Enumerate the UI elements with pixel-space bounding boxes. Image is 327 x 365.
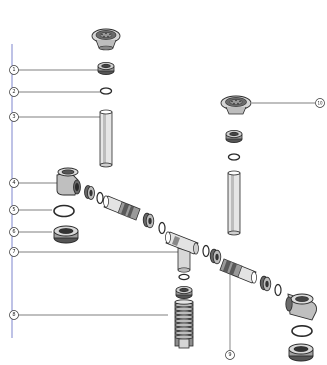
inlet-elbow-fitting-icon bbox=[56, 167, 81, 196]
basket-strainer-icon bbox=[220, 95, 252, 115]
chain-washer-b bbox=[158, 221, 166, 235]
callout-6: 6 bbox=[9, 227, 19, 237]
callout-5: 5 bbox=[9, 205, 19, 215]
chain-nut-d bbox=[259, 275, 272, 292]
callout-number: 10 bbox=[317, 101, 323, 106]
callout-circle-icon bbox=[9, 247, 19, 257]
washer-icon bbox=[99, 87, 113, 95]
chain-washer-c bbox=[202, 244, 210, 258]
callout-number: 1 bbox=[12, 67, 15, 73]
callout-circle-icon bbox=[9, 112, 19, 122]
callout-number: 6 bbox=[12, 229, 15, 235]
corrugated-hose-icon bbox=[174, 299, 194, 349]
large-slip-nut-icon bbox=[53, 225, 79, 244]
slip-nut-icon bbox=[175, 285, 193, 299]
callout-number: 3 bbox=[12, 114, 15, 120]
callout-circle-icon bbox=[9, 310, 19, 320]
callout-1: 1 bbox=[9, 65, 19, 75]
slip-nut-icon bbox=[225, 129, 243, 143]
callout-3: 3 bbox=[9, 112, 19, 122]
callout-10: 10 bbox=[315, 98, 325, 108]
chain-nut-a bbox=[84, 185, 95, 200]
callout-circle-icon bbox=[9, 87, 19, 97]
o-ring-icon bbox=[291, 324, 313, 337]
callout-circle-icon bbox=[315, 98, 325, 108]
callout-circle-icon bbox=[225, 350, 235, 360]
elbow-fitting-icon bbox=[285, 293, 317, 321]
callout-4: 4 bbox=[9, 178, 19, 188]
washer-icon bbox=[178, 273, 190, 281]
pipe-segment-icon bbox=[103, 195, 141, 221]
callout-circle-icon bbox=[9, 227, 19, 237]
basket-strainer-icon bbox=[91, 28, 121, 51]
chain-nut-b bbox=[142, 212, 155, 229]
callout-number: 2 bbox=[12, 89, 15, 95]
callout-number: 9 bbox=[228, 352, 231, 358]
callout-8: 8 bbox=[9, 310, 19, 320]
tailpiece-tube-icon bbox=[99, 109, 113, 168]
callout-number: 7 bbox=[12, 249, 15, 255]
callout-number: 5 bbox=[12, 207, 15, 213]
leader-lines bbox=[18, 69, 315, 350]
chain-washer-d bbox=[274, 283, 282, 297]
callout-circle-icon bbox=[9, 178, 19, 188]
tee-fitting-icon bbox=[165, 231, 199, 273]
washer-icon bbox=[227, 153, 241, 161]
chain-nut-c bbox=[209, 248, 222, 265]
callout-2: 2 bbox=[9, 87, 19, 97]
callout-circle-icon bbox=[9, 205, 19, 215]
pipe-segment-icon bbox=[219, 258, 257, 284]
slip-nut-icon bbox=[97, 62, 115, 76]
callout-9: 9 bbox=[225, 350, 235, 360]
callout-circle-icon bbox=[9, 65, 19, 75]
o-ring-icon bbox=[53, 204, 75, 218]
tailpiece-tube-icon bbox=[227, 170, 241, 236]
chain-washer-a bbox=[96, 191, 104, 205]
large-slip-nut-icon bbox=[288, 343, 314, 362]
callout-number: 8 bbox=[12, 312, 15, 318]
callout-7: 7 bbox=[9, 247, 19, 257]
callout-number: 4 bbox=[12, 180, 15, 186]
